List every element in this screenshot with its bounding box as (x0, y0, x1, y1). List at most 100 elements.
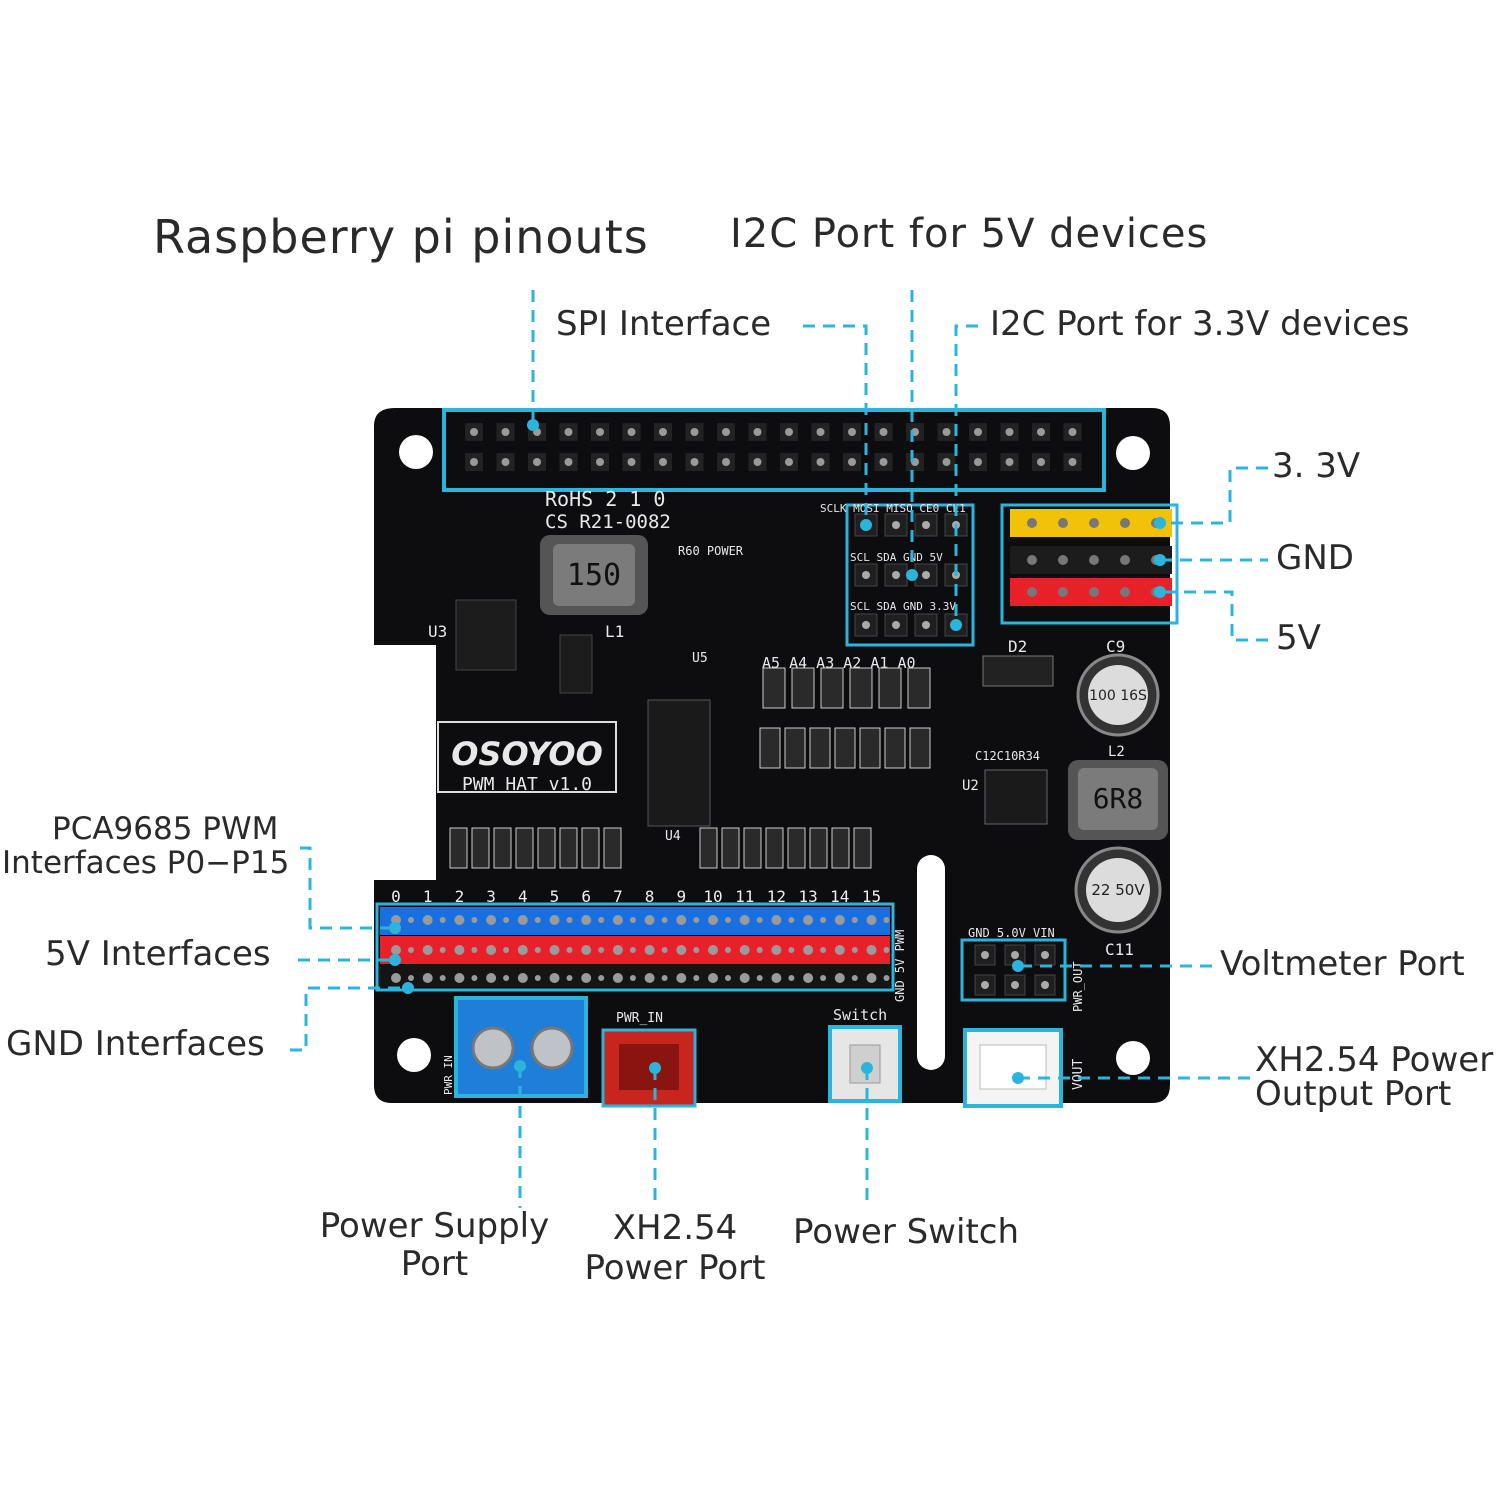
pwm-pin (391, 945, 401, 955)
resistor (853, 827, 872, 869)
label-psu-line1: Power Supply (319, 1206, 550, 1246)
resistor (909, 727, 931, 769)
pwm-channel-number: 9 (676, 887, 686, 906)
pwm-pin (771, 915, 782, 925)
resistor (493, 827, 512, 869)
brand-box (437, 721, 617, 793)
gpio-pin-tip (564, 428, 573, 436)
power-rail-box (1000, 503, 1179, 625)
silk-pwr-in: PWR_IN (616, 1011, 663, 1026)
pwm-pin (725, 917, 731, 923)
gpio-pin-tip (753, 458, 762, 466)
pwm-pin (644, 945, 655, 955)
pwm-pin (534, 917, 541, 923)
label-xh-pwr-line1: XH2.54 (612, 1208, 738, 1248)
power-rail-pin (1120, 587, 1130, 597)
pwm-pin (439, 975, 446, 981)
silk-hat-version: PWM HAT v1.0 (462, 774, 592, 795)
pwm-channel-number: 5 (550, 887, 560, 906)
pwm-pin (534, 947, 541, 953)
mount-hole-tl (399, 435, 433, 469)
pwm-pin (676, 945, 687, 955)
resistor (559, 827, 578, 869)
silk-u2: U2 (962, 778, 979, 794)
pwm-pin (739, 945, 750, 955)
header-pin-tip (922, 621, 930, 629)
chip-u3 (455, 599, 517, 671)
gpio-pin-tip (596, 458, 604, 466)
address-jumper-pad (820, 667, 844, 709)
pwm-pin (598, 947, 605, 953)
xh254-output-connector-inner (979, 1044, 1047, 1090)
gpio-pin-tip (974, 458, 982, 466)
gpio-pin-tip (470, 428, 478, 436)
pwm-pin (676, 973, 687, 983)
pwm-pin (566, 917, 573, 923)
gpio-pin-tip (1037, 428, 1045, 436)
pwm-pin (454, 945, 465, 955)
pwm-channel-number: 7 (613, 887, 623, 906)
capacitor-c9-marking: 100 16S (1089, 688, 1147, 704)
resistor (699, 827, 718, 869)
resistor (537, 827, 556, 869)
pwm-pin (820, 975, 827, 981)
pwm-pin (408, 917, 414, 923)
pwm-pin (629, 975, 636, 981)
voltmeter-pin-tip (981, 981, 989, 989)
power-rail-pin (1089, 587, 1099, 597)
pwm-pin (629, 917, 636, 923)
resistor (743, 827, 762, 869)
pwm-pin (788, 947, 795, 953)
gpio-pin-tip (470, 458, 478, 466)
gpio-pin-tip (596, 428, 604, 436)
address-jumper-pad (907, 667, 931, 709)
address-jumper-pad (878, 667, 902, 709)
pwm-pin (803, 915, 814, 925)
silk-u4: U4 (665, 829, 681, 844)
label-voltmeter: Voltmeter Port (1220, 944, 1465, 984)
silk-u3: U3 (428, 622, 447, 641)
resistor (831, 827, 850, 869)
xh254-power-connector-inner (619, 1044, 679, 1090)
silk-side: GND 5V PWM (893, 930, 907, 1002)
pwm-pin (644, 973, 655, 983)
pwm-channel-number: 6 (581, 887, 591, 906)
pwm-pin (471, 975, 478, 981)
silk-i2c-row1: SCL SDA GND 5V (850, 551, 943, 564)
pwm-pin (693, 975, 700, 981)
silk-c11: C11 (1105, 940, 1134, 959)
gpio-pin-tip (564, 458, 573, 466)
pwm-header-box (375, 902, 895, 992)
silk-cs: CS R21-0082 (545, 511, 671, 533)
pwm-pin (503, 917, 510, 923)
silk-c12: C12C10R34 (975, 749, 1040, 763)
pwm-pin (771, 945, 782, 955)
pwm-pin (422, 973, 433, 983)
power-rail-pin (1089, 555, 1099, 565)
pwm-pin (756, 947, 763, 953)
pwm-pin (883, 975, 890, 981)
silk-u5: U5 (692, 651, 708, 666)
chip-pca9685 (647, 699, 711, 827)
resistor (784, 727, 806, 769)
pwm-pin (486, 945, 497, 955)
resistor-bank (449, 827, 872, 869)
pwm-channel-number: 11 (735, 887, 754, 906)
pwm-pin (883, 947, 890, 953)
pwm-pin (422, 915, 433, 925)
pwm-pin (581, 973, 592, 983)
gpio-pin-tip (785, 428, 793, 436)
power-rail-pin (1027, 518, 1037, 528)
pwm-pin (549, 973, 560, 983)
voltmeter-pin-tip (1041, 981, 1049, 989)
header-pin-tip (892, 621, 900, 629)
pwm-channel-number: 10 (703, 887, 722, 906)
resistor (515, 827, 534, 869)
label-power-switch: Power Switch (793, 1212, 1020, 1252)
pwm-pin (598, 917, 605, 923)
terminal-screw-2 (530, 1026, 574, 1070)
pwm-pin (517, 973, 528, 983)
resistor (581, 827, 600, 869)
label-5v: 5V (1276, 618, 1321, 658)
